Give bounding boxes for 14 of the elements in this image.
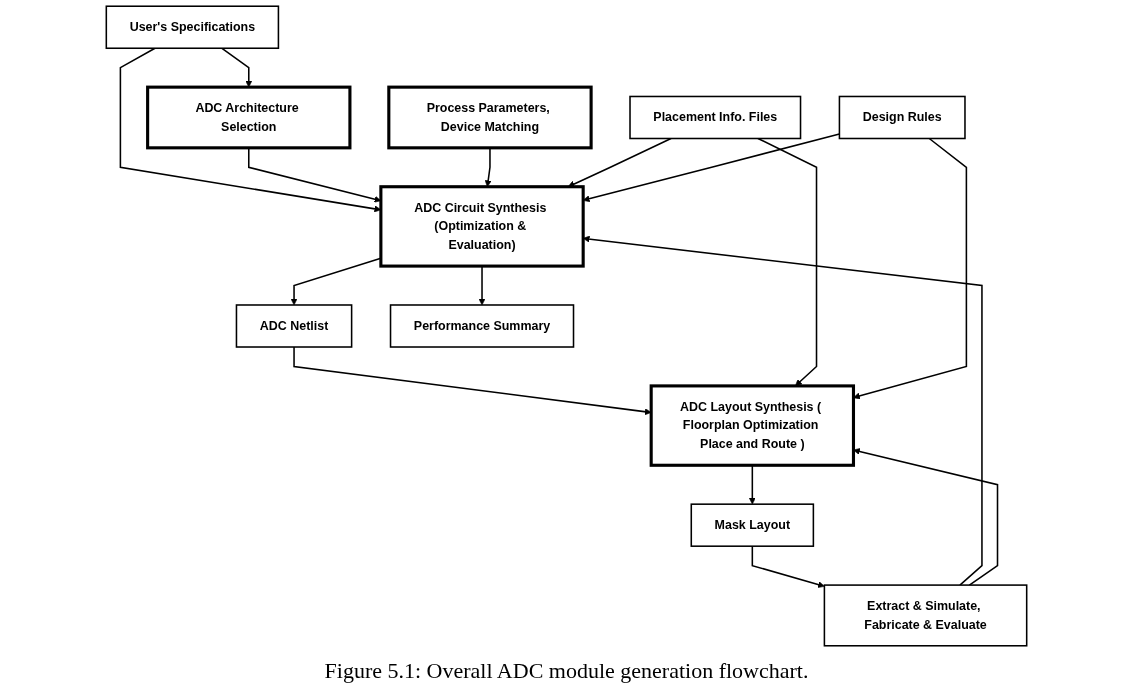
arrow xyxy=(220,47,253,88)
node-box: ADC Circuit Synthesis (Optimization & Evaluation) xyxy=(379,185,585,268)
arrow xyxy=(751,545,825,588)
node-box: Process Parameters, Device Matching xyxy=(387,85,593,150)
figure-caption: Figure 5.1: Overall ADC module generation flowchart. xyxy=(324,658,809,684)
node-box: Placement Info. Files xyxy=(629,95,802,140)
node-box: Extract & Simulate, Fabricate & Evaluate xyxy=(823,584,1028,647)
node-box: Performance Summary xyxy=(389,304,575,348)
node-box: ADC Netlist xyxy=(235,304,353,348)
node-box: Design Rules xyxy=(838,95,966,140)
node-box: Mask Layout xyxy=(690,503,815,547)
node-box: User's Specifications xyxy=(105,5,280,49)
node-box: ADC Architecture Selection xyxy=(146,85,352,150)
node-box: ADC Layout Synthesis ( Floorplan Optimization Place and Route ) xyxy=(649,384,856,467)
